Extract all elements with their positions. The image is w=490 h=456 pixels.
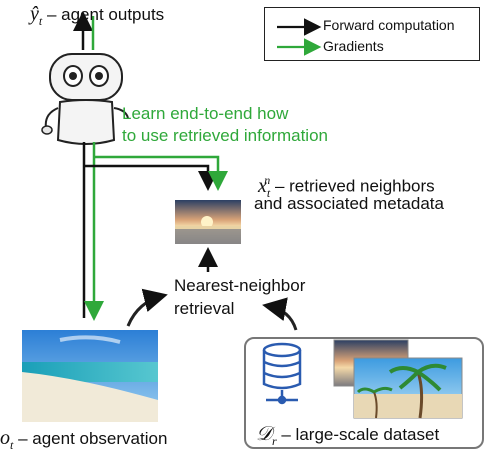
retrieved-neighbors-label: xtn – retrieved neighbors bbox=[258, 170, 435, 203]
nn-retrieval-line-2: retrieval bbox=[174, 299, 235, 318]
dataset-to-retrieval-arrow bbox=[262, 297, 298, 331]
retrieved-line-1: – retrieved neighbors bbox=[274, 176, 435, 196]
sunset-photo bbox=[175, 200, 241, 244]
legend-forward-label: Forward computation bbox=[323, 17, 455, 33]
beach-photo bbox=[22, 330, 158, 422]
agent-outputs-text: – agent outputs bbox=[46, 5, 165, 24]
x-symbol: xtn bbox=[258, 173, 271, 200]
learn-line-1: Learn end-to-end how bbox=[122, 104, 289, 123]
gradient-branch-arrow bbox=[94, 155, 228, 191]
retrieved-line-2: and associated metadata bbox=[254, 194, 444, 213]
forward-branch-arrow bbox=[84, 164, 218, 191]
robot-agent-icon bbox=[41, 53, 129, 145]
dataset-text: – large-scale dataset bbox=[281, 425, 440, 444]
o-symbol: ot bbox=[0, 427, 14, 452]
observation-to-retrieval-arrow bbox=[126, 288, 168, 327]
legend-swatches bbox=[277, 18, 322, 56]
dataset-photo-stack bbox=[333, 339, 463, 419]
d-symbol: 𝒟r bbox=[256, 423, 277, 448]
dataset-box bbox=[244, 337, 484, 449]
legend-gradient-label: Gradients bbox=[323, 38, 384, 54]
dataset-label: 𝒟r – large-scale dataset bbox=[256, 424, 439, 451]
observation-text: – agent observation bbox=[18, 429, 168, 448]
agent-outputs-label: ŷt – agent outputs bbox=[30, 4, 164, 31]
nn-retrieval-line-1: Nearest-neighbor bbox=[174, 276, 306, 295]
observation-label: ot – agent observation bbox=[0, 428, 167, 455]
database-icon bbox=[262, 342, 302, 405]
y-hat-symbol: ŷt bbox=[30, 3, 43, 28]
learn-line-2: to use retrieved information bbox=[122, 126, 328, 145]
legend: Forward computation Gradients bbox=[264, 7, 480, 61]
